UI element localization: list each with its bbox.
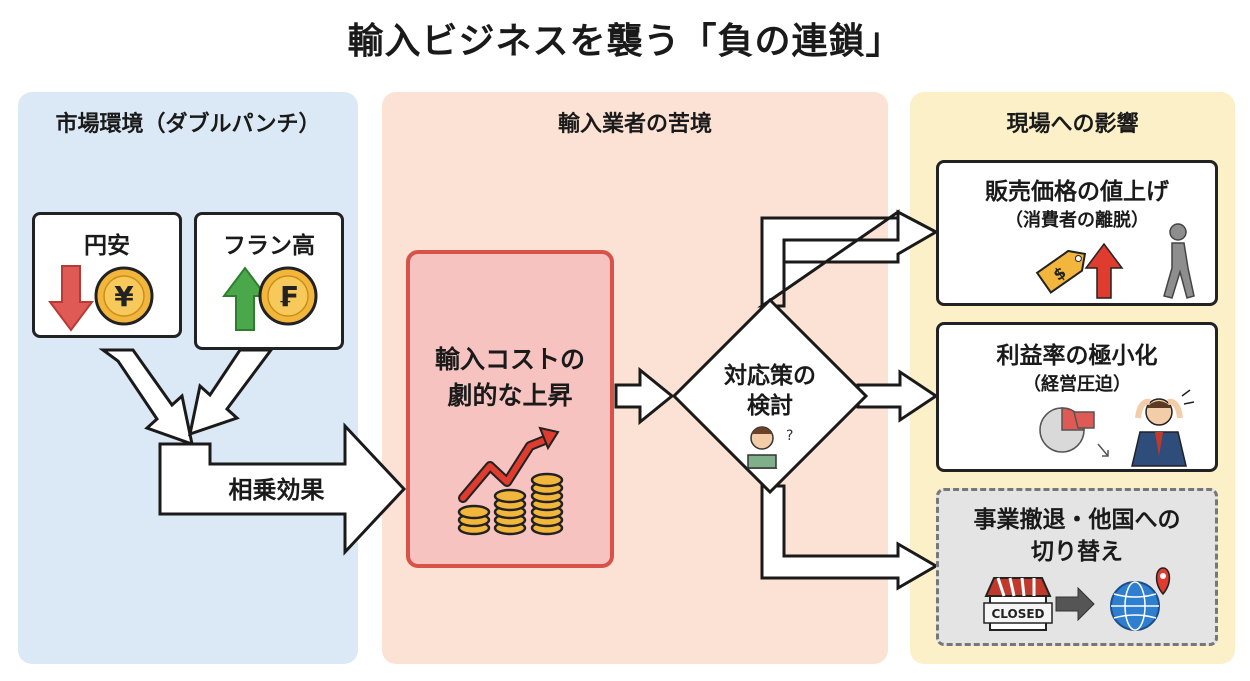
market-panel [18,92,358,664]
franc-symbol: ₣ [278,280,297,313]
franc-coin-icon: ₣ [258,266,318,326]
yen-coin-icon: ¥ [94,266,154,326]
cost-to-decision-arrow [614,366,675,426]
impact-panel-title: 現場への影響 [1006,112,1139,137]
franc-to-synergy-arrow [187,348,274,437]
rising-chart-icon [458,426,560,503]
coin-stack-icon [457,472,564,536]
location-pin-icon [1155,567,1171,596]
up-arrow-icon [1084,242,1124,299]
walking-person-icon [1163,223,1195,299]
exit-title-line1: 事業撤退・他国への [973,507,1181,533]
decision-to-price-arrow [757,209,940,308]
price-increase-sub: （消費者の離脱） [1005,210,1149,231]
synergy-label: 相乗効果 [228,476,325,504]
synergy-arrow [158,422,407,556]
pie-chart-icon [1039,407,1109,457]
stressed-businessman-icon [1131,389,1195,467]
decision-label-line1: 対応策の [724,363,816,389]
price-tag-icon: $ [1035,249,1087,294]
decision-to-exit-arrow [760,484,939,591]
diagram-title: 輸入ビジネスを襲う「負の連鎖」 [347,21,903,62]
globe-icon [1110,581,1160,631]
closed-sign: CLOSED [991,607,1044,621]
price-increase-title: 販売価格の値上げ [985,179,1169,205]
franc-label: フラン高 [223,233,315,259]
thinking-person-icon: ? [746,426,793,469]
exit-title-line2: 切り替え [1031,539,1123,565]
gray-arrow-icon [1055,586,1095,622]
importer-panel-title: 輸入業者の苦境 [557,112,712,137]
down-arrow-icon [48,265,94,332]
margin-sub: （経営圧迫） [1023,374,1131,395]
yen-label: 円安 [84,233,130,259]
svg-text:?: ? [786,428,793,444]
market-panel-title: 市場環境（ダブルパンチ） [55,112,321,137]
margin-title: 利益率の極小化 [996,343,1158,369]
exit-box [936,488,1218,646]
yen-symbol: ¥ [114,280,134,313]
closed-shop-icon: CLOSED [983,577,1053,631]
decision-to-margin-arrow [856,369,939,423]
cost-label-line2: 劇的な上昇 [447,381,573,410]
cost-label-line1: 輸入コストの [434,345,585,374]
decision-label-line2: 検討 [747,393,793,419]
up-arrow-icon [222,266,268,331]
